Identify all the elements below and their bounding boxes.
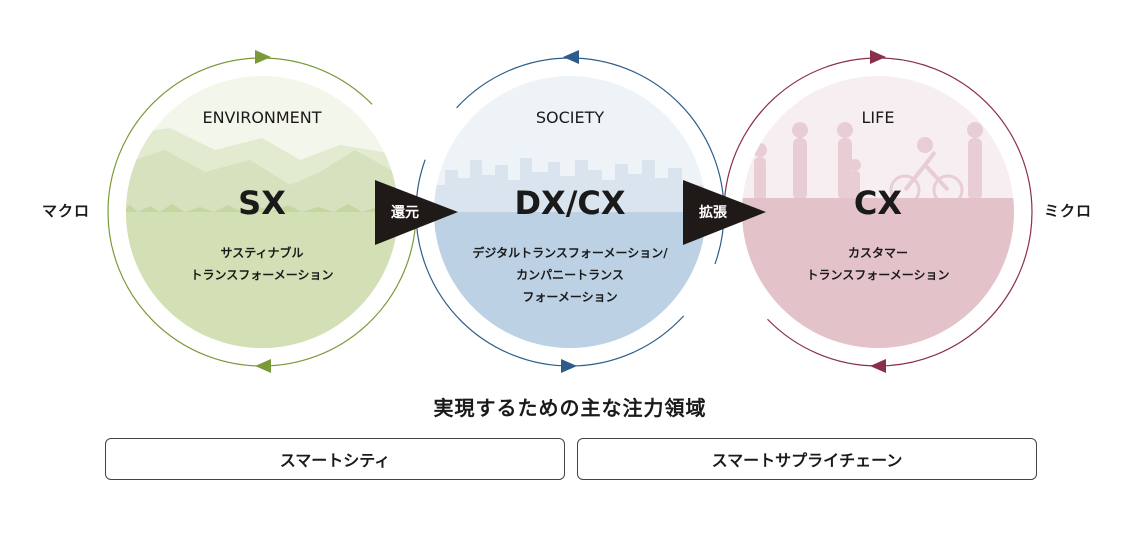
circle-environment: ENVIRONMENT SX サスティナブルトランスフォーメーション xyxy=(107,50,417,373)
circle-label-environment: ENVIRONMENT xyxy=(202,108,321,127)
cycle-arrow-bottom-environment xyxy=(255,359,271,373)
focus-areas-heading: 実現するための主な注力領域 xyxy=(433,396,707,420)
circle-desc-life: カスタマートランスフォーメーション xyxy=(806,246,949,282)
circle-desc-line: フォーメーション xyxy=(522,290,617,304)
circle-society: SOCIETY DX/CX デジタルトランスフォーメーション/カンパニートランス… xyxy=(415,50,725,373)
circle-desc-line: カンパニートランス xyxy=(516,268,624,282)
circle-desc-line: トランスフォーメーション xyxy=(190,268,333,282)
circle-desc-line: デジタルトランスフォーメーション/ xyxy=(472,245,668,260)
connector-label-kakuchou: 拡張 xyxy=(699,204,728,221)
circle-desc-line: サスティナブル xyxy=(220,245,303,260)
cycle-arrow-top-society xyxy=(563,50,579,64)
cycle-arrow-bottom-society xyxy=(561,359,577,373)
side-label-macro: マクロ xyxy=(42,202,91,220)
connector-arrow-kangen: 還元 xyxy=(375,180,458,245)
focus-area-smart-supply-chain: スマートサプライチェーン xyxy=(577,438,1037,480)
cycle-arrow-top-environment xyxy=(255,50,271,64)
connector-label-kangen: 還元 xyxy=(391,204,419,221)
connector-arrow-kakuchou: 拡張 xyxy=(683,180,766,245)
circle-code-environment: SX xyxy=(238,184,286,222)
circle-desc-line: トランスフォーメーション xyxy=(806,268,949,282)
cycle-arrow-bottom-life xyxy=(870,359,886,373)
circle-label-society: SOCIETY xyxy=(536,108,605,127)
circle-code-society: DX/CX xyxy=(514,184,625,222)
circle-label-life: LIFE xyxy=(862,108,895,127)
circle-desc-line: カスタマー xyxy=(848,246,908,260)
side-label-micro: ミクロ xyxy=(1044,202,1093,220)
cycle-arrow-top-life xyxy=(870,50,886,64)
circle-life: LIFE CX カスタマートランスフォーメーション xyxy=(723,50,1033,373)
focus-area-smart-city: スマートシティ xyxy=(105,438,565,480)
circle-desc-society: デジタルトランスフォーメーション/カンパニートランスフォーメーション xyxy=(472,245,668,304)
transformation-diagram: ENVIRONMENT SX サスティナブルトランスフォーメーション SOCIE… xyxy=(107,50,1033,373)
circle-desc-environment: サスティナブルトランスフォーメーション xyxy=(190,245,333,282)
circle-code-life: CX xyxy=(854,184,902,222)
